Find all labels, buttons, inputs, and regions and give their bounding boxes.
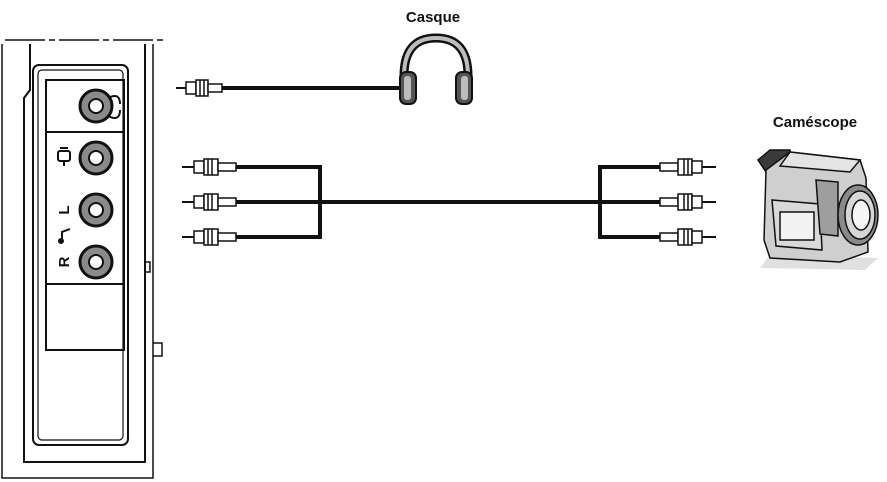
headphones-label: Casque xyxy=(406,9,460,26)
rca-plug-right-video xyxy=(659,158,716,176)
rca-plug-left-video xyxy=(182,158,237,176)
audio-right-label: R xyxy=(56,256,73,267)
rca-plug-left-audio-l xyxy=(182,193,237,211)
camcorder-label: Caméscope xyxy=(773,114,857,131)
audio-right-jack xyxy=(78,244,114,280)
rca-cable xyxy=(236,165,660,239)
audio-left-label: L xyxy=(56,205,73,214)
video-in-icon xyxy=(57,147,71,166)
rca-plug-right-audio-l xyxy=(659,193,716,211)
tv-side-panel xyxy=(1,39,165,479)
audio-left-jack xyxy=(78,192,114,228)
headphone-socket-icon xyxy=(78,88,121,124)
rca-plug-left-audio-r xyxy=(182,228,237,246)
headphones-icon xyxy=(399,33,473,105)
rca-plug-right-audio-r xyxy=(659,228,716,246)
audio-in-icon xyxy=(58,228,71,244)
headphone-plug xyxy=(176,79,223,97)
video-in-jack xyxy=(78,140,114,176)
camcorder-icon xyxy=(757,149,879,270)
